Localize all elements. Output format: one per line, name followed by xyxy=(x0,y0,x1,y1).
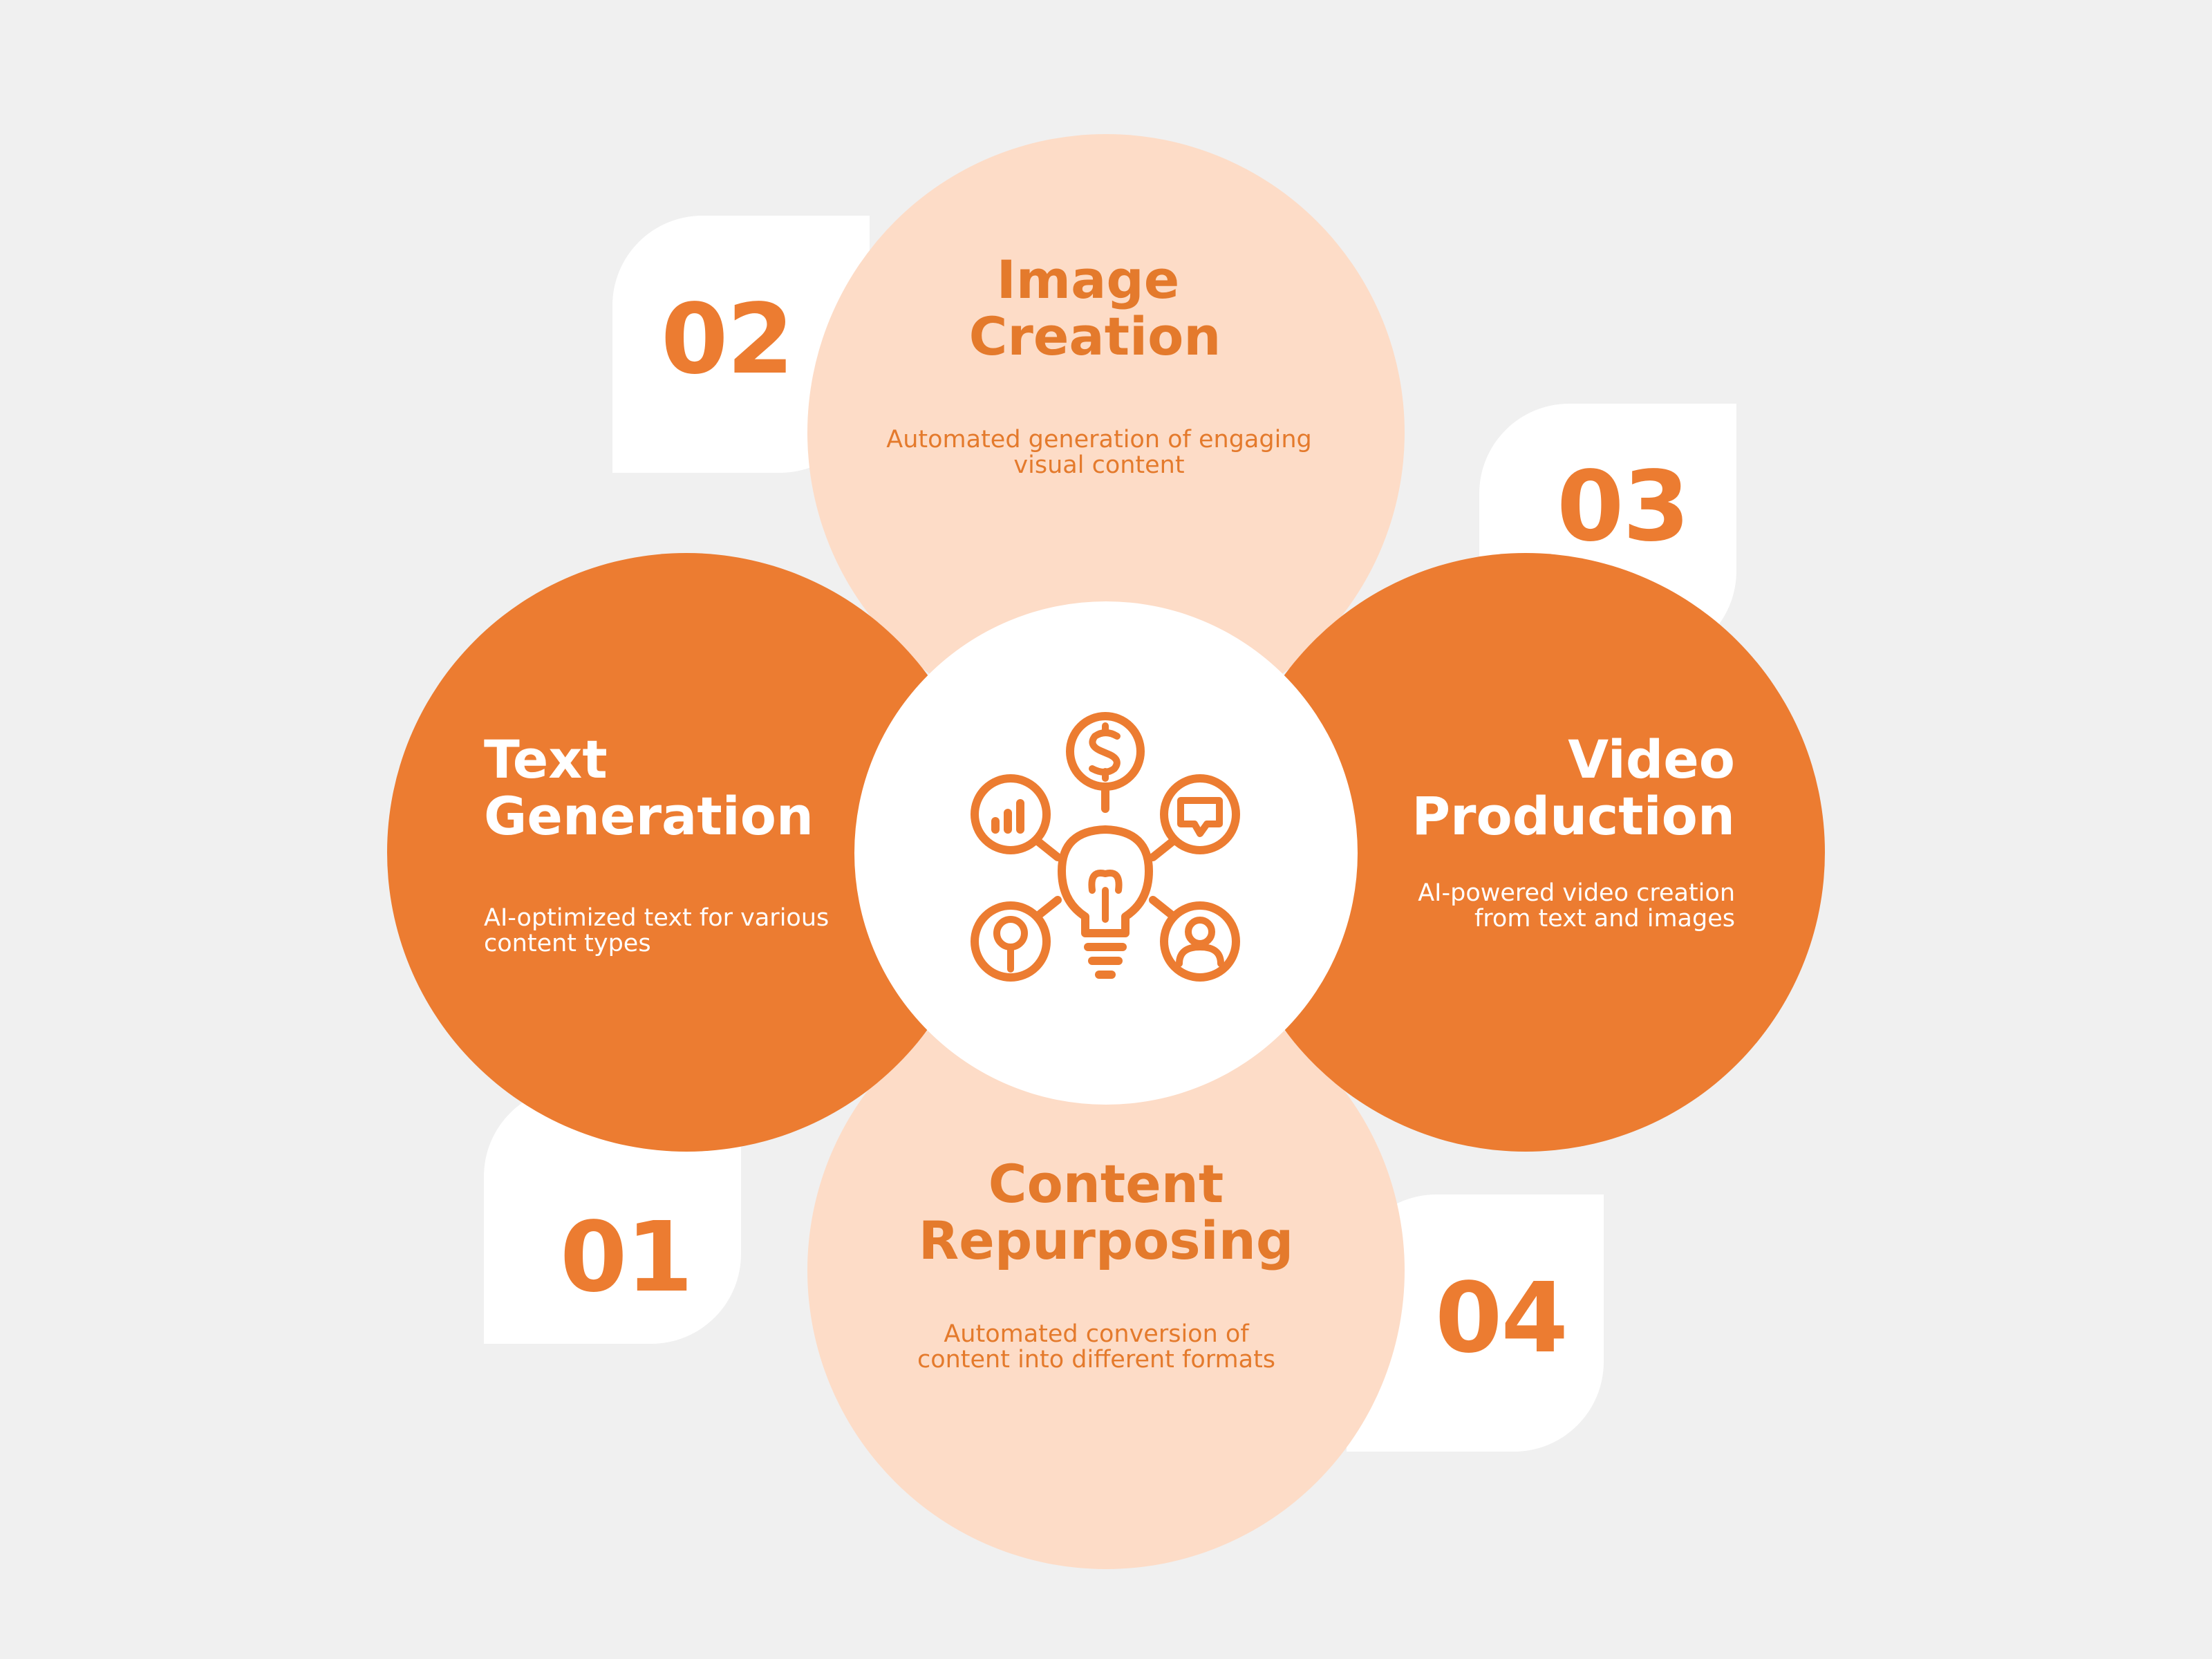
location-pin-icon xyxy=(971,896,1062,982)
video-production-title: Video Production xyxy=(1412,729,1735,847)
bar-chart-search-icon xyxy=(971,774,1062,861)
text-generation-title: Text Generation xyxy=(484,729,814,847)
step-02-number: 02 xyxy=(661,283,794,396)
step-01-number: 01 xyxy=(560,1201,693,1314)
chat-bubble-icon xyxy=(1149,774,1240,861)
lightbulb-icon xyxy=(1058,825,1153,979)
content-repurposing-description: Automated conversion of content into dif… xyxy=(917,1320,1276,1374)
content-repurposing-title: Content Repurposing xyxy=(918,1153,1294,1271)
step-03-number: 03 xyxy=(1557,451,1690,563)
user-icon xyxy=(1149,896,1240,982)
dollar-icon xyxy=(1066,712,1145,813)
video-production-description: AI-powered video creation from text and … xyxy=(1418,879,1735,932)
lightbulb-idea-hub-icon xyxy=(971,712,1240,982)
step-04-number: 04 xyxy=(1435,1262,1568,1375)
text-generation-description: AI-optimized text for various content ty… xyxy=(484,904,830,957)
image-creation-title: Image Creation xyxy=(968,249,1221,367)
center-hub-circle xyxy=(854,601,1358,1105)
image-creation-description: Automated generation of engaging visual … xyxy=(886,426,1312,479)
